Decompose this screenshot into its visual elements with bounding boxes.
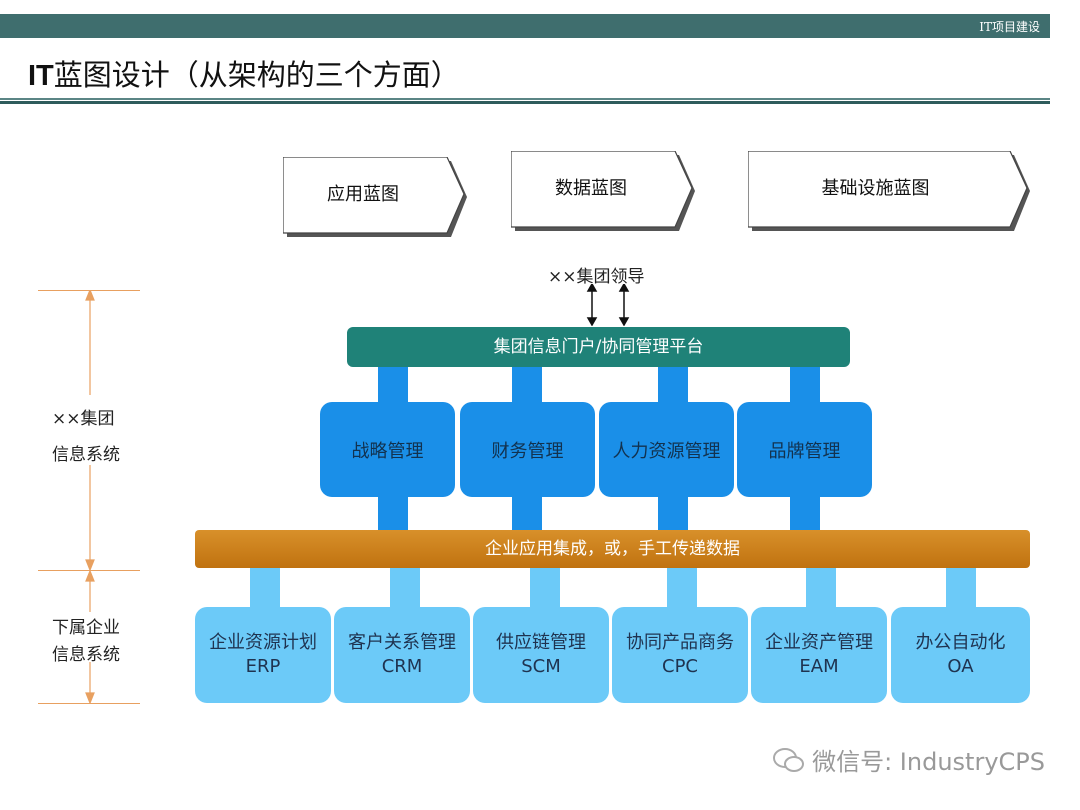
- group-system: 品牌管理: [737, 402, 872, 497]
- system-abbr: ERP: [245, 656, 281, 677]
- connector: [390, 565, 420, 610]
- watermark-text: 微信号: IndustryCPS: [812, 748, 1045, 776]
- watermark: 微信号: IndustryCPS: [772, 742, 1045, 777]
- scope-arrows-icon: [85, 290, 95, 704]
- aspect-label: 基础设施蓝图: [821, 178, 930, 199]
- sub-system-eam: 企业资产管理 EAM: [751, 607, 887, 703]
- sub-label: 下属企业: [52, 618, 120, 638]
- sub-system-cpc: 协同产品商务 CPC: [612, 607, 748, 703]
- integration-bar: 企业应用集成，或，手工传递数据: [195, 530, 1030, 568]
- divider: [0, 98, 1050, 100]
- sub-system-scm: 供应链管理 SCM: [473, 607, 609, 703]
- connector: [530, 565, 560, 610]
- title-prefix: IT: [28, 60, 54, 92]
- system-label: 战略管理: [351, 440, 424, 462]
- system-name: 企业资产管理: [765, 632, 873, 653]
- group-system: 战略管理: [320, 402, 455, 497]
- aspect-data: 数据蓝图: [511, 151, 697, 231]
- sub-system-erp: 企业资源计划 ERP: [195, 607, 331, 703]
- system-abbr: EAM: [799, 656, 839, 677]
- bracket-line: [38, 703, 140, 704]
- connector: [250, 565, 280, 610]
- connector: [667, 565, 697, 610]
- portal-bar: 集团信息门户/协同管理平台: [347, 327, 850, 367]
- group-system: 人力资源管理: [599, 402, 734, 497]
- bracket-line: [38, 570, 140, 571]
- aspect-label: 应用蓝图: [327, 184, 399, 205]
- aspect-application: 应用蓝图: [283, 157, 469, 237]
- group-system: 财务管理: [460, 402, 595, 497]
- system-name: 客户关系管理: [348, 632, 456, 653]
- wechat-icon: [773, 747, 805, 772]
- sub-system-oa: 办公自动化 OA: [891, 607, 1030, 703]
- system-name: 企业资源计划: [209, 632, 317, 653]
- header-bar: IT项目建设: [0, 14, 1050, 38]
- sub-system-crm: 客户关系管理 CRM: [334, 607, 470, 703]
- system-abbr: OA: [947, 656, 974, 677]
- system-abbr: SCM: [521, 656, 561, 677]
- system-label: 财务管理: [491, 440, 564, 462]
- divider: [0, 101, 1050, 104]
- sub-label: 信息系统: [52, 645, 120, 665]
- bracket-line: [38, 290, 140, 291]
- group-label: ××集团: [52, 409, 115, 429]
- leader-label: ××集团领导: [548, 267, 645, 287]
- system-name: 供应链管理: [496, 632, 586, 653]
- section-label: IT项目建设: [979, 20, 1040, 34]
- title-rest: 蓝图设计（从架构的三个方面）: [53, 58, 460, 92]
- system-name: 协同产品商务: [626, 632, 734, 653]
- bidirectional-arrows-icon: [586, 284, 630, 326]
- system-label: 人力资源管理: [612, 440, 721, 462]
- system-name: 办公自动化: [915, 632, 1006, 653]
- connector: [806, 565, 836, 610]
- group-label: 信息系统: [52, 445, 120, 465]
- aspect-infrastructure: 基础设施蓝图: [748, 151, 1032, 231]
- aspect-label: 数据蓝图: [555, 178, 627, 199]
- system-label: 品牌管理: [768, 440, 841, 462]
- page-title: IT蓝图设计（从架构的三个方面）: [28, 52, 460, 94]
- system-abbr: CPC: [662, 656, 698, 677]
- system-abbr: CRM: [381, 656, 423, 677]
- connector: [946, 565, 976, 610]
